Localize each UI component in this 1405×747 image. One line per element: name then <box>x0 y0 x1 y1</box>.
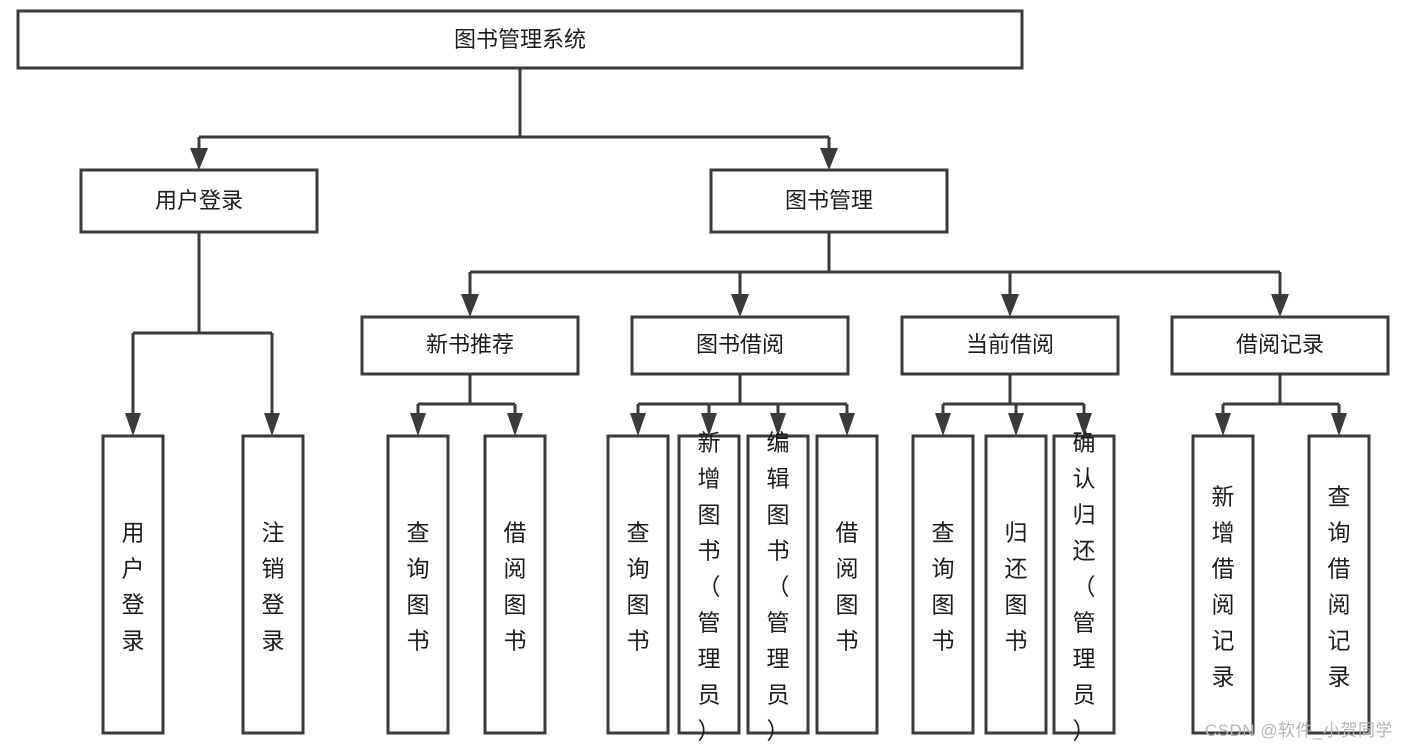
node-leaf-add-record[interactable]: 新增借阅记录 <box>1191 434 1255 735</box>
node-leaf-borrow-book-2-box[interactable] <box>815 434 879 735</box>
node-leaf-query-book-3-label: 查询图书 <box>932 520 955 654</box>
arrowhead-user-login <box>190 148 208 170</box>
arrowhead-leaf-add-book <box>701 413 717 436</box>
node-leaf-edit-book-box[interactable] <box>746 434 810 735</box>
node-current-borrow-label: 当前借阅 <box>966 332 1054 357</box>
node-book-borrow-box[interactable] <box>630 315 850 376</box>
leaf-nodes: 用户登录 注销登录 查询图书 借阅图书 查询图书 新增图书（管理员） 编辑图书（管理员） 借阅… <box>101 430 1371 744</box>
node-leaf-query-book-1-box[interactable] <box>386 434 450 735</box>
node-leaf-query-book-2-label: 查询图书 <box>627 520 650 654</box>
node-leaf-user-login[interactable]: 用户登录 <box>101 434 165 735</box>
node-leaf-borrow-book-2-label: 借阅图书 <box>836 520 859 654</box>
node-leaf-borrow-book-1-box[interactable] <box>483 434 547 735</box>
node-leaf-user-login-label: 用户登录 <box>122 520 145 654</box>
node-leaf-query-book-1-label: 查询图书 <box>407 520 430 654</box>
node-borrow-record-box[interactable] <box>1170 315 1390 376</box>
node-leaf-logout-label: 注销登录 <box>262 520 285 654</box>
arrowhead-book-manage <box>820 148 838 170</box>
node-leaf-query-record[interactable]: 查询借阅记录 <box>1307 434 1371 735</box>
arrowhead-leaf-query-book-1 <box>410 413 426 436</box>
node-leaf-borrow-book-1-label: 借阅图书 <box>504 520 527 654</box>
node-user-login[interactable]: 用户登录 <box>79 168 319 234</box>
node-leaf-query-record-box[interactable] <box>1307 434 1371 735</box>
connectors <box>125 68 1347 436</box>
node-book-manage[interactable]: 图书管理 <box>709 168 949 234</box>
arrowhead-current-borrow <box>1001 294 1019 317</box>
node-leaf-add-book-box[interactable] <box>677 434 741 735</box>
node-new-book-rec[interactable]: 新书推荐 <box>360 315 580 376</box>
node-user-login-label: 用户登录 <box>155 188 243 213</box>
node-root[interactable]: 图书管理系统 <box>16 9 1024 70</box>
arrowhead-book-borrow <box>731 294 749 317</box>
node-leaf-query-book-3-box[interactable] <box>911 434 975 735</box>
node-borrow-record[interactable]: 借阅记录 <box>1170 315 1390 376</box>
node-book-borrow[interactable]: 图书借阅 <box>630 315 850 376</box>
arrowhead-leaf-confirm-return <box>1076 413 1092 436</box>
arrowhead-leaf-user-login <box>125 413 141 436</box>
node-leaf-logout[interactable]: 注销登录 <box>241 434 305 735</box>
node-leaf-confirm-return[interactable]: 确认归还（管理员） <box>1052 430 1116 744</box>
node-leaf-borrow-book-2[interactable]: 借阅图书 <box>815 434 879 735</box>
node-new-book-rec-label: 新书推荐 <box>426 332 514 357</box>
arrowhead-leaf-query-record <box>1331 413 1347 436</box>
arrowhead-leaf-edit-book <box>770 413 786 436</box>
node-leaf-add-book[interactable]: 新增图书（管理员） <box>677 430 741 744</box>
node-book-manage-label: 图书管理 <box>785 188 873 213</box>
arrowhead-leaf-borrow-book-2 <box>839 413 855 436</box>
node-user-login-box[interactable] <box>79 168 319 234</box>
node-leaf-query-book-3[interactable]: 查询图书 <box>911 434 975 735</box>
node-current-borrow[interactable]: 当前借阅 <box>900 315 1120 376</box>
node-leaf-borrow-book-1[interactable]: 借阅图书 <box>483 434 547 735</box>
node-leaf-add-record-label: 新增借阅记录 <box>1212 484 1235 690</box>
node-book-borrow-label: 图书借阅 <box>696 332 784 357</box>
node-current-borrow-box[interactable] <box>900 315 1120 376</box>
node-leaf-return-book[interactable]: 归还图书 <box>984 434 1048 735</box>
node-root-label: 图书管理系统 <box>454 27 586 52</box>
node-leaf-add-record-box[interactable] <box>1191 434 1255 735</box>
arrowhead-leaf-return-book <box>1008 413 1024 436</box>
node-leaf-edit-book[interactable]: 编辑图书（管理员） <box>746 430 810 744</box>
node-leaf-query-book-1[interactable]: 查询图书 <box>386 434 450 735</box>
node-leaf-query-book-2[interactable]: 查询图书 <box>606 434 670 735</box>
arrowhead-leaf-logout <box>264 413 280 436</box>
node-new-book-rec-box[interactable] <box>360 315 580 376</box>
node-leaf-return-book-box[interactable] <box>984 434 1048 735</box>
arrowhead-leaf-query-book-3 <box>935 413 951 436</box>
node-leaf-edit-book-label: 编辑图书（管理员） <box>767 430 790 744</box>
node-leaf-return-book-label: 归还图书 <box>1005 520 1028 654</box>
watermark-text: CSDN @软件_小贺同学 <box>1204 721 1393 740</box>
node-borrow-record-label: 借阅记录 <box>1236 332 1324 357</box>
arrowhead-new-book-rec <box>461 294 479 317</box>
node-leaf-query-record-label: 查询借阅记录 <box>1328 484 1351 690</box>
node-leaf-user-login-box[interactable] <box>101 434 165 735</box>
arrowhead-leaf-add-record <box>1215 413 1231 436</box>
node-book-manage-box[interactable] <box>709 168 949 234</box>
arrowhead-leaf-query-book-2 <box>630 413 646 436</box>
node-root-box[interactable] <box>16 9 1024 70</box>
node-leaf-confirm-return-box[interactable] <box>1052 434 1116 735</box>
node-leaf-add-book-label: 新增图书（管理员） <box>698 430 721 744</box>
arrowhead-borrow-record <box>1271 294 1289 317</box>
arrowhead-leaf-borrow-book-1 <box>507 413 523 436</box>
node-leaf-logout-box[interactable] <box>241 434 305 735</box>
node-leaf-query-book-2-box[interactable] <box>606 434 670 735</box>
node-leaf-confirm-return-label: 确认归还（管理员） <box>1073 430 1096 744</box>
